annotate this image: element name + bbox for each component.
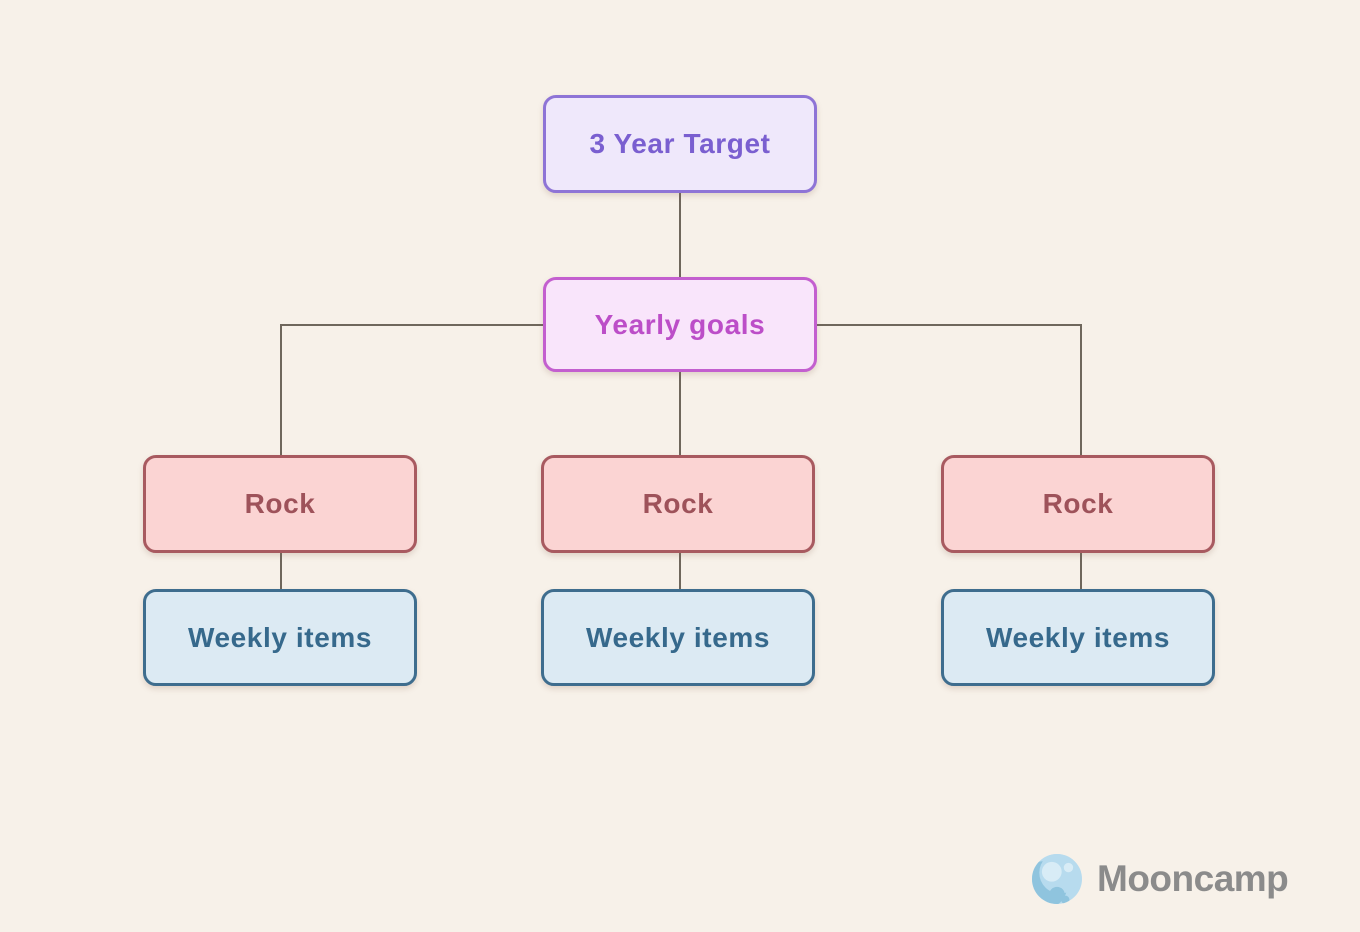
node-weekly-items-mid-label: Weekly items — [585, 621, 771, 653]
node-weekly-items-right: Weekly items — [941, 589, 1215, 686]
node-rock-right-label: Rock — [1042, 488, 1114, 519]
node-rock-left: Rock — [143, 455, 417, 553]
node-3-year-target-label: 3 Year Target — [589, 128, 771, 159]
node-yearly-goals: Yearly goals — [543, 277, 817, 372]
moon-icon — [1032, 854, 1082, 904]
connector-yearly-right-horizontal — [817, 324, 1082, 326]
connector-rock-to-weekly-right — [1080, 553, 1082, 589]
node-weekly-items-right-label: Weekly items — [985, 621, 1171, 653]
node-rock-left-label: Rock — [244, 488, 316, 519]
mooncamp-logo: Mooncamp — [1032, 854, 1289, 904]
connector-rock-to-weekly-mid — [679, 553, 681, 589]
connector-yearly-left-horizontal — [280, 324, 543, 326]
node-3-year-target: 3 Year Target — [543, 95, 817, 193]
mooncamp-logo-text: Mooncamp — [1097, 858, 1289, 899]
connector-rock-to-weekly-left — [280, 553, 282, 589]
connector-root-to-yearly — [679, 193, 681, 277]
node-weekly-items-left: Weekly items — [143, 589, 417, 686]
connector-yearly-left-vertical — [280, 324, 282, 455]
connector-yearly-to-rock-mid — [679, 372, 681, 455]
node-rock-mid: Rock — [541, 455, 815, 553]
node-yearly-goals-label: Yearly goals — [594, 308, 766, 340]
node-rock-right: Rock — [941, 455, 1215, 553]
node-weekly-items-left-label: Weekly items — [187, 621, 373, 653]
node-weekly-items-mid: Weekly items — [541, 589, 815, 686]
node-rock-mid-label: Rock — [642, 488, 714, 519]
connector-yearly-right-vertical — [1080, 324, 1082, 455]
